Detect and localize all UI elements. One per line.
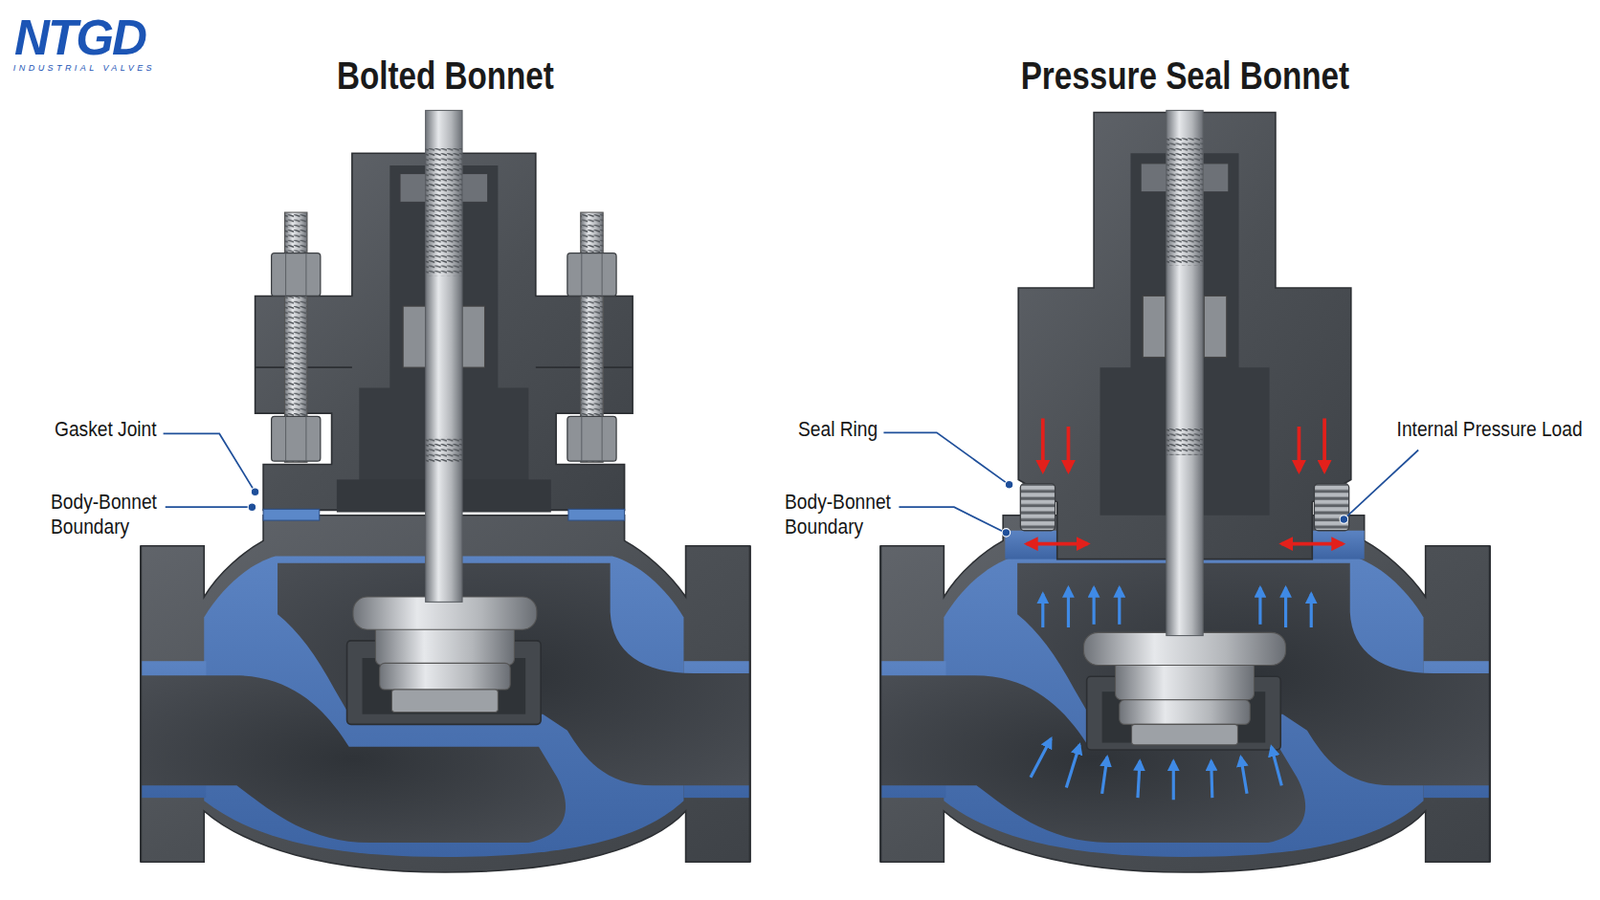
bonnet-bolt-part [305, 253, 307, 297]
callout-label: Seal Ring [798, 418, 878, 444]
bonnet-bolt [271, 212, 617, 463]
seat-and-plug-part [379, 663, 511, 690]
bolted-valve [140, 110, 751, 873]
bonnet-bolt-part [305, 416, 307, 462]
bolted-bonnet-part [402, 306, 425, 368]
fluid-pressure-arrows-part [1241, 756, 1247, 794]
bonnet-bolt-part [271, 253, 321, 297]
fluid-pressure-arrows-part [1284, 587, 1288, 628]
bonnet-bolt-part [601, 253, 603, 297]
bolted-bonnet-part [425, 110, 463, 602]
leader-dots-part [250, 488, 260, 497]
fluid-pressure-arrows-part [1066, 587, 1070, 628]
seat-and-plug-part [1132, 724, 1239, 745]
bonnet-bolt-part [285, 416, 287, 462]
seat-and-plug-part [1083, 632, 1286, 666]
bonnet-bolt-part [285, 253, 287, 297]
seat-and-plug [1083, 632, 1286, 751]
leader-lines-part [163, 433, 254, 489]
pressure-arrows-part [1026, 542, 1089, 547]
seat-and-plug-part [1119, 700, 1250, 726]
pressure-arrows-part [1281, 542, 1343, 547]
callout-label: Body-Bonnet Boundary [50, 489, 168, 540]
pressure-seal-bonnet-part [1020, 484, 1055, 532]
pressure-seal-bonnet-part [1166, 110, 1203, 636]
seat-and-plug-part [1114, 661, 1254, 701]
bonnet-bolt-part [580, 416, 582, 462]
bolted-bonnet-part [462, 306, 485, 368]
fluid-pressure-arrows-part [1258, 587, 1262, 624]
fluid-pressure-arrows-part [1092, 587, 1096, 624]
pressure-arrows-part [1066, 426, 1071, 472]
fluid-pressure-arrows-part [1310, 594, 1313, 628]
brand-tagline: INDUSTRIAL VALVES [13, 63, 156, 74]
bonnet-bolt-part [601, 416, 603, 462]
seat-and-plug-part [362, 658, 527, 715]
fluid-pressure-arrows-part [1271, 747, 1283, 787]
leader-dots-part [1339, 515, 1349, 525]
bonnet-bolt-part [580, 253, 582, 297]
pressure-arrows-part [1297, 426, 1302, 472]
callout-label: Body-Bonnet Boundary [784, 489, 902, 540]
leader-lines-part [1347, 450, 1420, 517]
fluid-pressure-arrows-part [1211, 761, 1213, 799]
pressure-seal-valve [880, 110, 1490, 873]
pressure-arrows-part [1041, 418, 1045, 471]
leader-lines-part [898, 507, 1003, 533]
fluid-pressure-arrows-part [1137, 761, 1140, 799]
fluid-pressure-arrows-part [1066, 745, 1080, 789]
bonnet-bolt-part [271, 416, 321, 462]
leader-dots-part [1001, 529, 1011, 538]
leader-lines-part [883, 432, 1006, 483]
seat-and-plug [347, 597, 542, 725]
callout-label: Gasket Joint [54, 418, 157, 444]
fluid-pressure-arrows-part [1172, 761, 1176, 801]
pressure-seal-bonnet-part [1142, 295, 1165, 357]
bolted-bonnet-part [425, 437, 463, 465]
bolted-bonnet-part [263, 509, 320, 521]
bonnet-bolt-part [567, 416, 617, 462]
seat-and-plug-part [375, 624, 514, 667]
panel-title: Bolted Bonnet [335, 52, 554, 100]
fluid-pressure-arrows-part [1030, 738, 1051, 778]
fluid-pressure-arrows [1030, 587, 1312, 800]
fluid-pressure-arrows-part [1102, 756, 1108, 794]
panel-title: Pressure Seal Bonnet [1020, 52, 1349, 100]
leader-dots-part [247, 503, 257, 512]
pressure-arrows-part [1322, 418, 1327, 471]
callout-label: Internal Pressure Load [1397, 418, 1583, 444]
pressure-seal-bonnet [1004, 110, 1364, 636]
bolted-bonnet [255, 110, 634, 602]
leader-dots-part [1004, 480, 1014, 489]
pressure-seal-bonnet-part [1166, 137, 1203, 266]
pressure-seal-bonnet-part [1313, 484, 1349, 532]
bolted-bonnet-part [568, 509, 625, 521]
bolted-bonnet-part [425, 148, 463, 276]
leader-lines-part [165, 506, 248, 509]
pressure-arrows [1026, 418, 1344, 544]
pressure-seal-bonnet-part [1166, 428, 1203, 456]
seat-and-plug-part [391, 689, 498, 712]
pressure-seal-bonnet-part [1203, 295, 1226, 357]
fluid-pressure-arrows-part [1041, 594, 1045, 628]
fluid-pressure-arrows-part [1117, 587, 1121, 624]
bonnet-bolt-part [567, 253, 617, 297]
brand-logo: NTGD [14, 8, 146, 67]
